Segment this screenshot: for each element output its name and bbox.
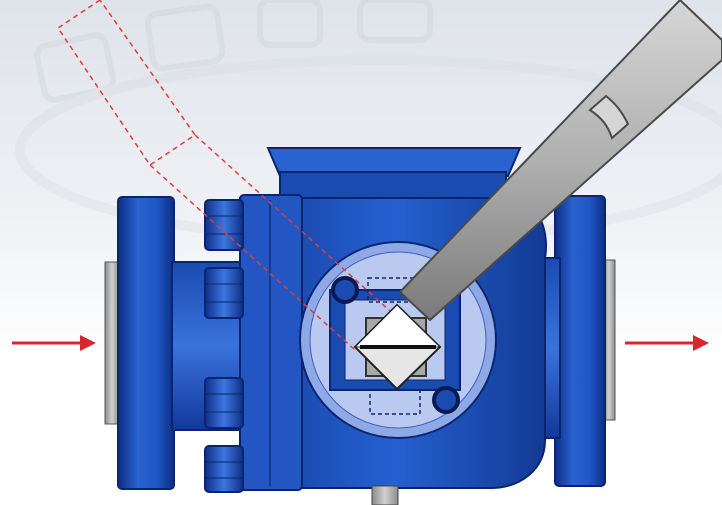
outlet-flow-arrow (625, 335, 709, 351)
stop-outline-bottom (369, 389, 421, 415)
bottom-stem (371, 485, 399, 505)
arrow-right-icon (693, 335, 709, 351)
left-flange (117, 196, 175, 490)
wrench-alternate-position (56, 0, 401, 351)
inlet-flow-arrow (12, 335, 96, 351)
wrench-break (588, 94, 630, 140)
bolt (204, 377, 244, 429)
wrench (353, 0, 722, 391)
left-gasket (104, 261, 120, 425)
o-ring-top (331, 276, 359, 304)
bolt (204, 199, 244, 251)
bonnet-bolts (204, 199, 244, 493)
bolt (204, 267, 244, 319)
bolt (204, 445, 244, 493)
right-flange (554, 195, 606, 487)
stop-outline-top (367, 277, 419, 303)
top-cap (266, 147, 522, 177)
arrow-right-icon (80, 335, 96, 351)
o-ring-bottom (432, 386, 460, 414)
